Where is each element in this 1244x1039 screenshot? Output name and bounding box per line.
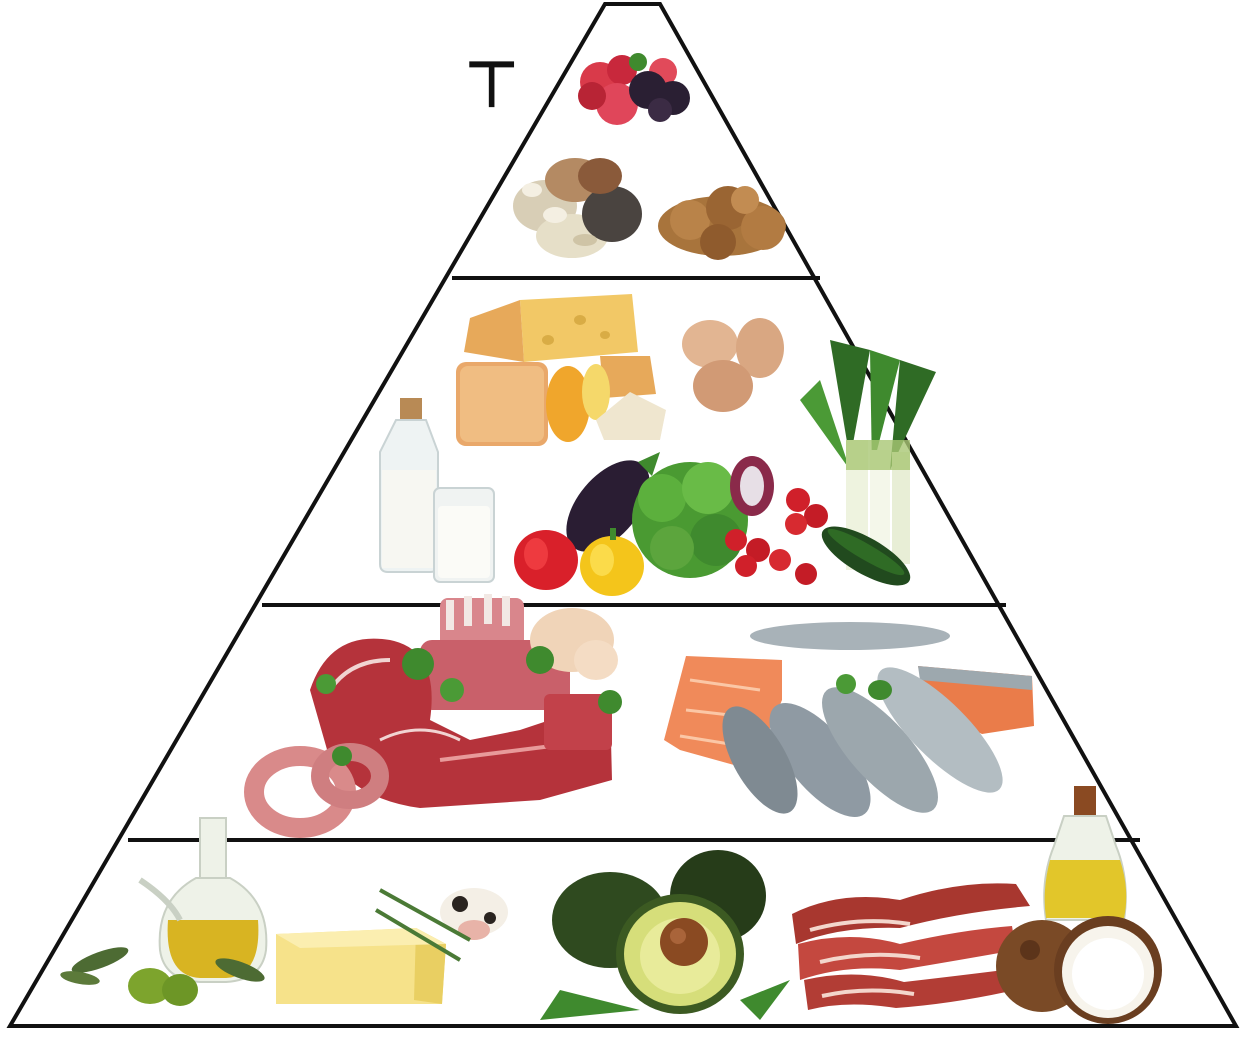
butter-icon (276, 928, 446, 1004)
whole-fish-icon (707, 622, 1019, 833)
olive-oil-icon (140, 818, 266, 982)
bacon-icon (792, 883, 1030, 1010)
radicchio-icon (730, 456, 774, 516)
avocado-icon (540, 850, 790, 1020)
coconut-icon (996, 916, 1162, 1024)
cheese-icon (456, 294, 666, 446)
tier-3-group (254, 594, 1034, 833)
corner-mark-glyph: ┬ (470, 28, 513, 100)
tier-2-group (380, 294, 936, 597)
berries-icon (578, 53, 690, 125)
seeds-icon (513, 158, 642, 258)
eggs-icon (682, 318, 784, 412)
tier-4-group (59, 786, 1162, 1024)
